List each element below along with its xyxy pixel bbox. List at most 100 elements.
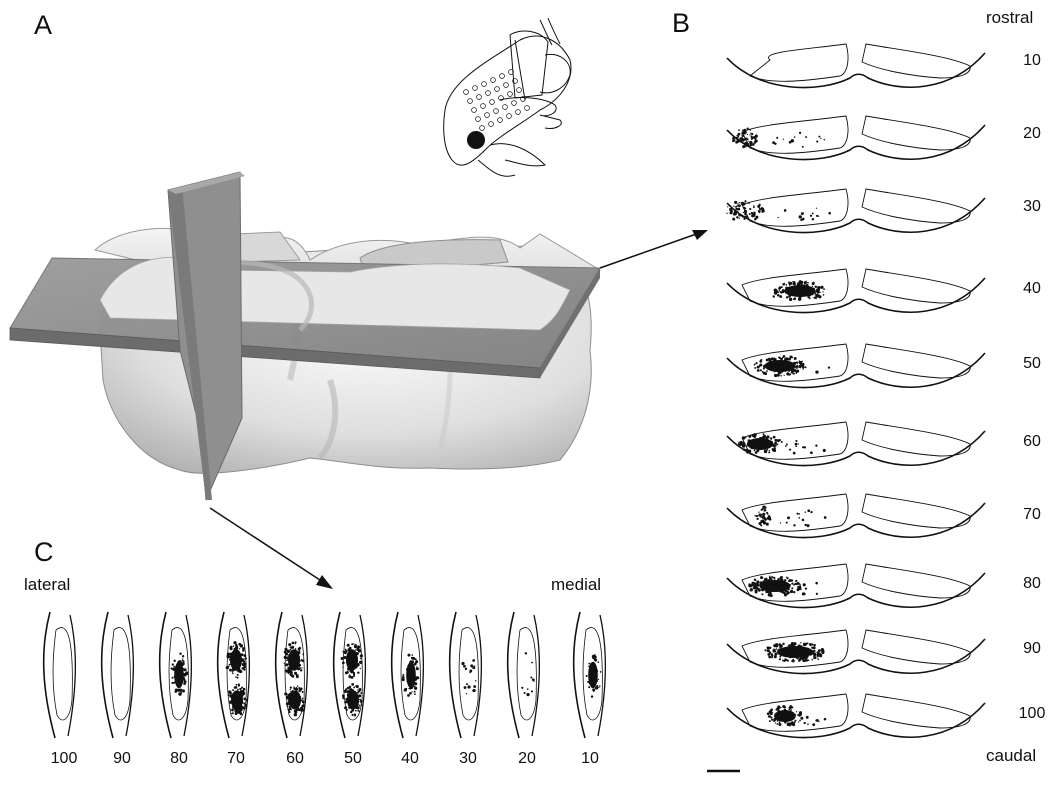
section-outline (726, 352, 986, 389)
section-outline (216, 611, 230, 739)
sagittal-section (274, 611, 309, 739)
coronal-section (726, 115, 986, 161)
labeling-cluster (779, 509, 827, 528)
labeling-cluster (341, 683, 363, 717)
inner-outline (582, 627, 603, 721)
level-label: 70 (227, 750, 245, 767)
labeling-cluster (772, 131, 826, 148)
coronal-section (726, 563, 986, 609)
labeling-cluster (401, 653, 420, 697)
left-hemisphere-outline (741, 693, 849, 732)
section-outline (158, 611, 172, 739)
section-outline (183, 614, 193, 737)
labeling-cluster (783, 713, 827, 727)
section-outline (42, 611, 56, 739)
caudal-label: caudal (986, 746, 1037, 765)
sagittal-section (158, 611, 193, 739)
right-hemisphere-outline (861, 493, 971, 529)
left-hemisphere-outline (741, 629, 849, 668)
section-outline (506, 611, 520, 739)
brain-3d-model (9, 171, 708, 589)
level-label: 100 (50, 750, 78, 767)
labeling-cluster (585, 654, 602, 698)
section-outline (726, 502, 986, 539)
left-hemisphere-outline (741, 421, 849, 460)
left-hemisphere-outline (741, 268, 849, 307)
right-hemisphere-outline (861, 43, 971, 79)
labeling-cluster (773, 280, 825, 302)
level-label: 40 (401, 750, 419, 767)
lateral-label: lateral (24, 575, 71, 594)
level-label: 10 (581, 750, 599, 767)
coronal-section (726, 188, 986, 234)
level-label: 40 (1023, 280, 1041, 297)
coronal-section (726, 268, 986, 314)
right-hemisphere-outline (861, 268, 971, 304)
level-label: 30 (459, 750, 477, 767)
labeling-cluster (772, 579, 819, 596)
section-outline (299, 614, 309, 737)
section-outline (726, 702, 986, 739)
section-outline (726, 638, 986, 675)
level-label: 90 (1023, 640, 1041, 657)
rostral-label: rostral (986, 8, 1034, 27)
level-label: 50 (1023, 355, 1041, 372)
labeling-cluster (340, 643, 363, 679)
inner-outline (284, 627, 305, 721)
right-hemisphere-outline (861, 343, 971, 379)
inner-outline (168, 627, 189, 721)
level-label: 50 (344, 750, 362, 767)
right-hemisphere-outline (861, 188, 971, 224)
labeling-cluster (227, 683, 248, 716)
panel-c-letter: C (34, 537, 54, 567)
panel-b-letter: B (672, 8, 691, 38)
section-outline (274, 611, 288, 739)
level-label: 10 (1023, 52, 1041, 69)
inner-outline (516, 627, 537, 721)
sagittal-section (332, 611, 367, 739)
labeling-cluster (461, 659, 477, 695)
left-hemisphere-outline (741, 493, 849, 532)
right-hemisphere-outline (861, 421, 971, 457)
coronal-section (726, 693, 986, 739)
section-outline (726, 430, 986, 467)
sagittal-section (42, 611, 77, 739)
coronal-section (726, 629, 986, 675)
section-outline (531, 614, 541, 737)
section-outline (415, 614, 425, 737)
section-outline (597, 614, 607, 737)
panel-a-letter: A (34, 10, 53, 40)
sagittal-section (572, 611, 607, 739)
section-outline (357, 614, 367, 737)
section-outline (332, 611, 346, 739)
inner-outline (400, 627, 421, 721)
labeling-cluster (770, 646, 820, 660)
section-outline (473, 614, 483, 737)
labeling-cluster (521, 652, 535, 697)
labeling-cluster (732, 127, 758, 149)
labeling-cluster (225, 641, 247, 679)
panel-b-coronal-sections (726, 43, 986, 739)
right-hemisphere-outline (861, 115, 971, 151)
labeling-cluster (772, 284, 825, 301)
sagittal-section (448, 611, 483, 739)
body-map-icon (443, 17, 572, 177)
section-outline (726, 197, 986, 234)
section-outline (100, 611, 114, 739)
section-outline (726, 277, 986, 314)
labeling-cluster (754, 505, 772, 527)
level-label: 30 (1023, 198, 1041, 215)
panel-c-sagittal-sections (42, 611, 607, 739)
section-outline (726, 572, 986, 609)
arrow-to-panel-b (599, 231, 703, 269)
right-hemisphere-outline (861, 629, 971, 665)
level-label: 80 (170, 750, 188, 767)
right-hemisphere-outline (861, 563, 971, 599)
left-hemisphere-outline (741, 115, 849, 154)
left-hemisphere-outline (741, 188, 849, 227)
section-outline (241, 614, 251, 737)
level-label: 60 (1023, 433, 1041, 450)
labeling-cluster (777, 207, 831, 222)
coronal-section (726, 493, 986, 539)
inner-outline (458, 627, 479, 721)
